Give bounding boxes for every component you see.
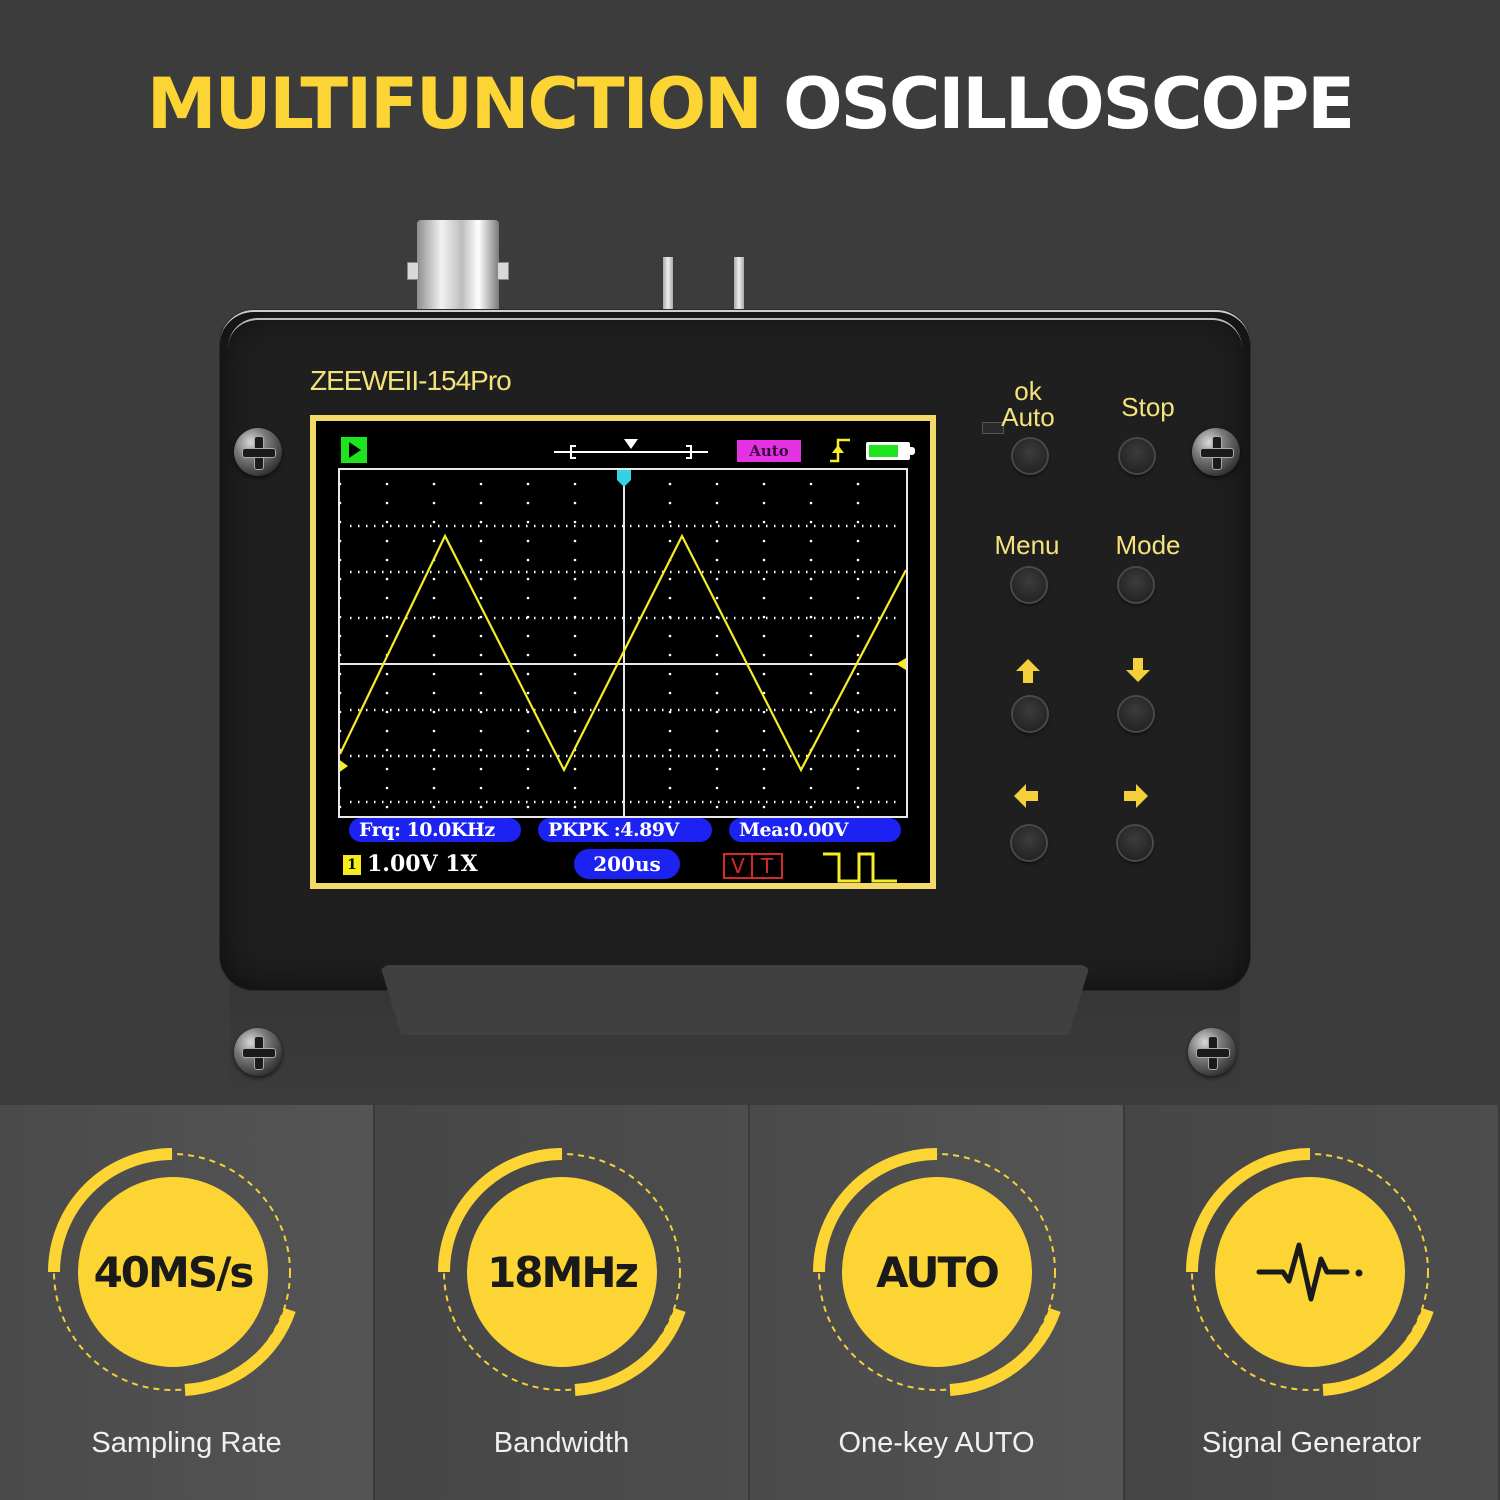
headline-accent: MULTIFUNCTION — [146, 63, 763, 145]
waveform-pulse-icon — [1256, 1242, 1363, 1302]
feature-caption: Signal Generator — [1201, 1427, 1422, 1459]
feature-bandwidth: 18MHz Bandwidth — [375, 1105, 750, 1500]
mean-readout: Mea:0.00V — [729, 818, 901, 842]
feature-one-key-auto: AUTO One-key AUTO — [750, 1105, 1125, 1500]
test-pin — [663, 257, 673, 345]
t-label: T — [753, 853, 783, 879]
power-switch[interactable] — [982, 422, 1004, 434]
ok-auto-label: ok Auto — [1001, 376, 1055, 432]
channel-badge: 1 — [343, 855, 361, 875]
oscilloscope-device: ZEEWEII-154Pro Auto — [220, 215, 1250, 1105]
page-headline: MULTIFUNCTION OSCILLOSCOPE — [0, 62, 1500, 146]
feature-value: AUTO — [842, 1177, 1032, 1367]
test-pin — [734, 257, 744, 345]
feature-panels: 40MS/s Sampling Rate 18MHz Bandwidth AUT… — [0, 1105, 1500, 1500]
progress-ring-icon — [813, 1148, 1061, 1396]
screw-icon — [1192, 428, 1240, 476]
waveform-grid — [340, 470, 906, 816]
feature-caption: Bandwidth — [493, 1427, 630, 1459]
feature-sampling-rate: 40MS/s Sampling Rate — [0, 1105, 375, 1500]
feature-caption: One-key AUTO — [838, 1427, 1035, 1459]
menu-label: Menu — [994, 530, 1060, 560]
screw-icon — [234, 1028, 282, 1076]
time-position-bar — [554, 439, 708, 459]
device-edge — [220, 310, 1250, 350]
device-edge — [228, 318, 1242, 348]
play-icon — [341, 437, 367, 463]
battery-icon — [866, 442, 915, 460]
arrow-left-icon — [1014, 784, 1038, 808]
screw-icon — [1188, 1028, 1236, 1076]
feature-value: 40MS/s — [78, 1177, 268, 1367]
arrow-down-icon — [1126, 658, 1150, 682]
headline-main: OSCILLOSCOPE — [783, 63, 1355, 145]
trigger-mode-badge: Auto — [737, 440, 801, 462]
progress-ring-icon — [48, 1148, 296, 1396]
lcd-frame: Auto — [310, 415, 936, 889]
measurement-bar: Frq: 10.0KHz PKPK :4.89V Mea:0.00V — [341, 818, 911, 844]
rising-edge-icon — [830, 438, 850, 463]
arrow-up-icon — [1016, 659, 1040, 683]
waveform-display — [338, 468, 908, 818]
stop-label: Stop — [1121, 392, 1175, 422]
stop-button[interactable] — [1120, 439, 1154, 473]
lcd-screen: Auto — [316, 421, 930, 883]
down-button[interactable] — [1119, 697, 1153, 731]
channel-scale: 1.00V 1X — [367, 851, 478, 877]
device-foot — [380, 965, 1090, 1035]
feature-caption: Sampling Rate — [91, 1427, 282, 1459]
mode-button[interactable] — [1119, 568, 1153, 602]
progress-ring-icon — [438, 1148, 686, 1396]
ok-auto-button[interactable] — [1013, 439, 1047, 473]
right-button[interactable] — [1118, 826, 1152, 860]
square-wave-icon — [823, 852, 897, 883]
timebase-readout: 200us — [574, 849, 680, 879]
model-label: ZEEWEII-154Pro — [310, 365, 512, 396]
up-button[interactable] — [1013, 697, 1047, 731]
progress-ring-icon — [1186, 1148, 1434, 1396]
v-label: V — [723, 853, 753, 879]
trace-line — [340, 533, 906, 773]
feature-value: 18MHz — [467, 1177, 657, 1367]
mode-label: Mode — [1115, 530, 1181, 560]
feature-icon-disc — [1215, 1177, 1405, 1367]
status-bar: 1 1.00V 1X 200us V T — [341, 849, 911, 883]
arrow-right-icon — [1124, 784, 1148, 808]
feature-signal-generator: Signal Generator — [1125, 1105, 1500, 1500]
vt-indicator: V T — [723, 853, 783, 879]
screw-icon — [234, 428, 282, 476]
menu-button[interactable] — [1012, 568, 1046, 602]
frequency-readout: Frq: 10.0KHz — [349, 818, 521, 842]
pkpk-readout: PKPK :4.89V — [538, 818, 712, 842]
left-button[interactable] — [1012, 826, 1046, 860]
device-body: ZEEWEII-154Pro Auto — [220, 310, 1250, 1076]
